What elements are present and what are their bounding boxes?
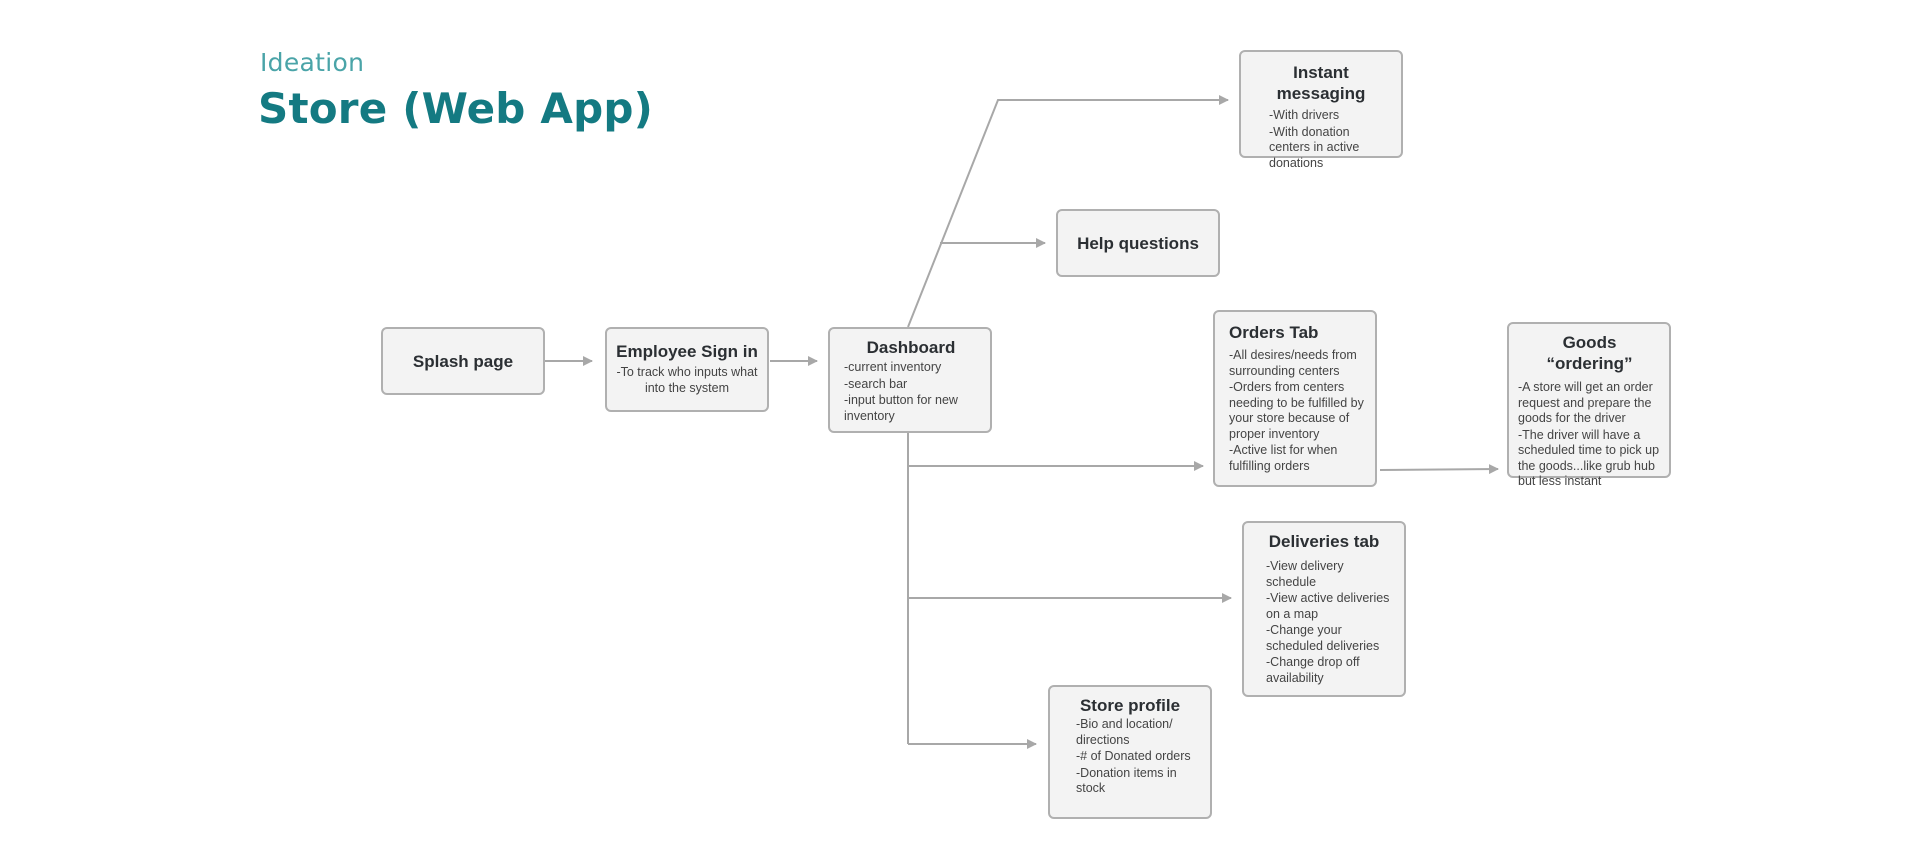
node-instant-messaging-list: -With drivers -With donation centers in … [1247, 108, 1395, 171]
node-dashboard: Dashboard -current inventory -search bar… [828, 327, 992, 433]
node-help-questions: Help questions [1056, 209, 1220, 277]
list-item: -input button for new inventory [844, 393, 958, 423]
node-employee-sign-in: Employee Sign in -To track who inputs wh… [605, 327, 769, 412]
node-orders-tab-list: -All desires/needs from surrounding cent… [1229, 348, 1369, 474]
node-store-profile-title: Store profile [1079, 696, 1181, 715]
list-item: -All desires/needs from surrounding cent… [1229, 348, 1357, 378]
page-title: Store (Web App) [258, 84, 654, 133]
list-item: -View delivery schedule [1266, 559, 1344, 589]
node-splash-page-title: Splash page [412, 351, 514, 371]
connector-orders-to-goods [1379, 464, 1499, 475]
list-item: -A store will get an order request and p… [1518, 380, 1653, 425]
node-deliveries-tab-list: -View delivery schedule -View active del… [1250, 559, 1398, 686]
section-kicker: Ideation [260, 48, 365, 77]
list-item: -With donation centers in active donatio… [1269, 124, 1360, 170]
list-item: -The driver will have a scheduled time t… [1518, 427, 1660, 489]
list-item: -Change your scheduled deliveries [1266, 623, 1380, 653]
connector-dashboard-to-messaging [907, 95, 1229, 328]
list-item: -Donation items in stock [1076, 765, 1177, 796]
node-goods-ordering-title: Goods “ordering” [1546, 333, 1633, 373]
node-help-questions-title: Help questions [1077, 233, 1199, 253]
node-deliveries-tab-title: Deliveries tab [1268, 532, 1380, 551]
node-instant-messaging: Instant messaging -With drivers -With do… [1239, 50, 1403, 170]
list-item: -Change drop off availability [1266, 655, 1360, 685]
node-dashboard-title: Dashboard [866, 338, 956, 357]
node-employee-sign-in-list: -To track who inputs what into the syste… [613, 365, 761, 396]
node-store-profile: Store profile -Bio and location/ directi… [1048, 685, 1212, 819]
node-store-profile-list: -Bio and location/ directions -# of Dona… [1076, 717, 1196, 797]
list-item: -# of Donated orders [1076, 749, 1191, 763]
list-item: -View active deliveries on a map [1266, 591, 1390, 621]
node-dashboard-list: -current inventory -search bar -input bu… [844, 360, 978, 424]
node-orders-tab: Orders Tab -All desires/needs from surro… [1213, 310, 1377, 487]
node-goods-ordering: Goods “ordering” -A store will get an or… [1507, 322, 1671, 488]
list-item: -search bar [844, 376, 908, 391]
node-employee-sign-in-title: Employee Sign in [616, 342, 758, 361]
list-item: -current inventory [844, 360, 942, 374]
node-goods-ordering-list: -A store will get an order request and p… [1518, 380, 1661, 490]
node-splash-page: Splash page [381, 327, 545, 395]
node-deliveries-tab: Deliveries tab -View delivery schedule -… [1242, 521, 1406, 697]
list-item: -To track who inputs what into the syste… [616, 365, 758, 395]
list-item: -Active list for when fulfilling orders [1229, 443, 1338, 473]
list-item: -With drivers [1269, 108, 1340, 122]
list-item: -Orders from centers needing to be fulfi… [1229, 380, 1364, 441]
list-item: -Bio and location/ directions [1076, 717, 1173, 747]
node-instant-messaging-title: Instant messaging [1276, 63, 1366, 103]
node-orders-tab-title: Orders Tab [1229, 323, 1319, 342]
